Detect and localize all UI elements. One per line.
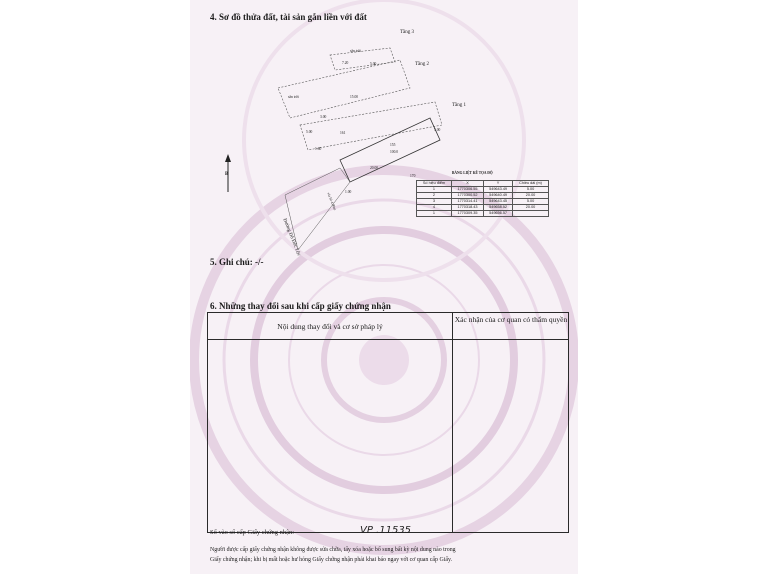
section6-title: 6. Những thay đổi sau khi cấp giấy chứng… [210, 301, 391, 311]
floor1-outline [299, 101, 443, 151]
coord-cell: 1770309.35 [450, 210, 485, 217]
parcel-b-label: 155 [390, 143, 396, 147]
header-divider [208, 339, 568, 340]
table-row: 1 1770309.35 549656.57 [416, 210, 549, 217]
dim-label: 7.20 [342, 61, 349, 65]
dim-label: 5.00 [434, 128, 441, 132]
coord-cell: 1 [416, 210, 452, 217]
coordinate-table: Số hiệu điểm X Y Chiều dài (m) 1 1770306… [416, 180, 549, 217]
parcel-a-label: 161 [340, 131, 346, 135]
registry-label: Số vào sổ cấp Giấy chứng nhận: [210, 529, 295, 536]
registry-number: VP .11535 [360, 525, 412, 536]
section4-title: 4. Sơ đồ thửa đất, tài sản gắn liền với … [210, 12, 367, 22]
footnote-line2: Giấy chứng nhận; khi bị mất hoặc hư hỏng… [210, 557, 452, 563]
dim-label: 1.00 [345, 190, 352, 194]
column-divider [452, 313, 453, 532]
footnote-line1: Người được cấp giấy chứng nhận không đượ… [210, 547, 456, 553]
parcel-outline [339, 117, 441, 183]
floor3-label: Tầng 3 [400, 30, 415, 35]
dim-label: 20.00 [370, 166, 379, 170]
floor2-label: Tầng 2 [415, 62, 430, 67]
street-band [284, 167, 351, 251]
dim-label: 1.80 [315, 147, 322, 151]
floor3-outline [329, 47, 396, 71]
north-label: B [225, 172, 229, 177]
dim-label: 15.00 [350, 95, 359, 99]
dim-label: 5.00 [370, 62, 377, 66]
authority-column-header: Xác nhận của cơ quan có thẩm quyền [454, 315, 568, 324]
certificate-page: 4. Sơ đồ thửa đất, tài sản gắn liền với … [190, 0, 578, 574]
floor1-label: Tầng 1 [452, 103, 467, 108]
area-label: 100.0 [390, 150, 399, 154]
balcony-left-label: sân trời [288, 95, 299, 99]
land-parcel-diagram [225, 47, 443, 251]
dim-label: 5.00 [306, 130, 313, 134]
floor2-outline [277, 59, 411, 119]
neighbor-label: 170 [410, 174, 416, 178]
changes-table: Nội dung thay đổi và cơ sở pháp lý Xác n… [207, 312, 569, 533]
coord-cell: 549656.57 [483, 210, 514, 217]
changes-column-header: Nội dung thay đổi và cơ sở pháp lý [277, 322, 383, 331]
coord-cell [512, 210, 549, 217]
section5-note: 5. Ghi chú: -/- [210, 257, 264, 267]
coord-table-title: BẢNG LIỆT KÊ TỌA ĐỘ [452, 171, 493, 175]
dim-label: 3.00 [320, 115, 327, 119]
balcony-top-label: sân trời [350, 49, 361, 53]
